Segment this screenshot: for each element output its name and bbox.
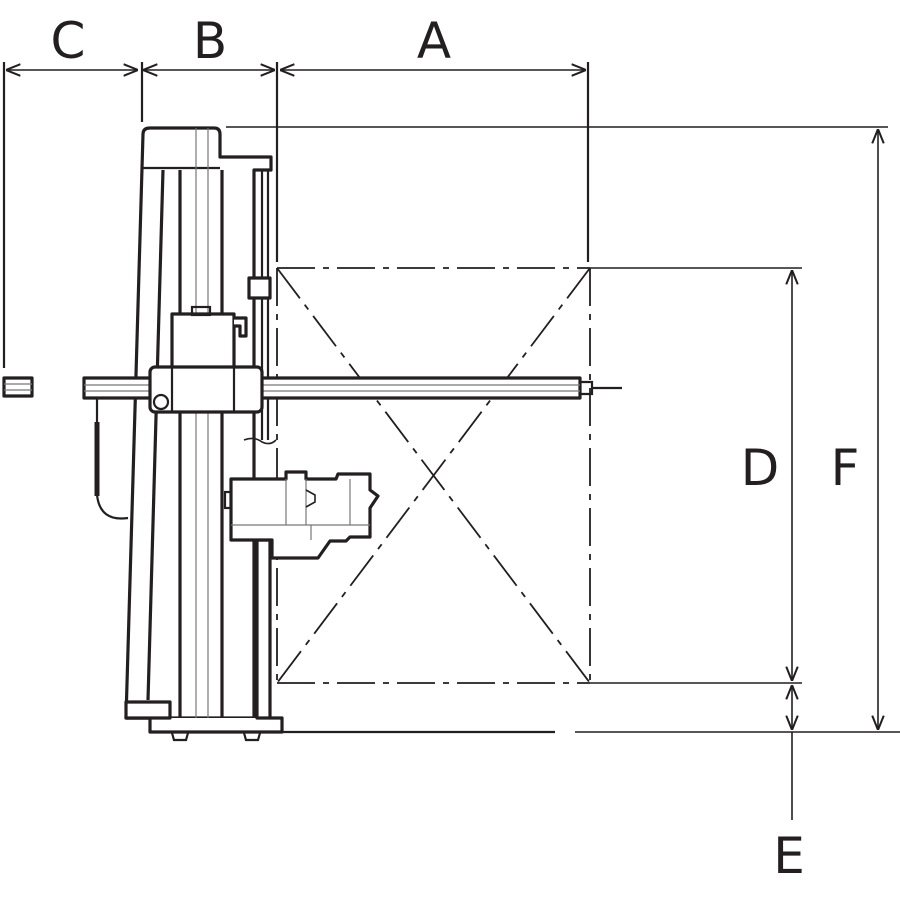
label-f: F [831,439,860,497]
measuring-machine [124,126,284,742]
probe-head-bracket [223,470,380,560]
label-c: C [51,12,86,70]
label-b: B [193,12,227,70]
knob-icon [152,393,170,411]
label-d: D [741,439,780,497]
probe-arm [2,305,622,520]
label-e: E [773,827,805,885]
dimension-lines-right [226,126,900,820]
measuring-volume-box [276,267,591,684]
dimension-lines-top [2,62,590,368]
label-a: A [417,12,451,70]
